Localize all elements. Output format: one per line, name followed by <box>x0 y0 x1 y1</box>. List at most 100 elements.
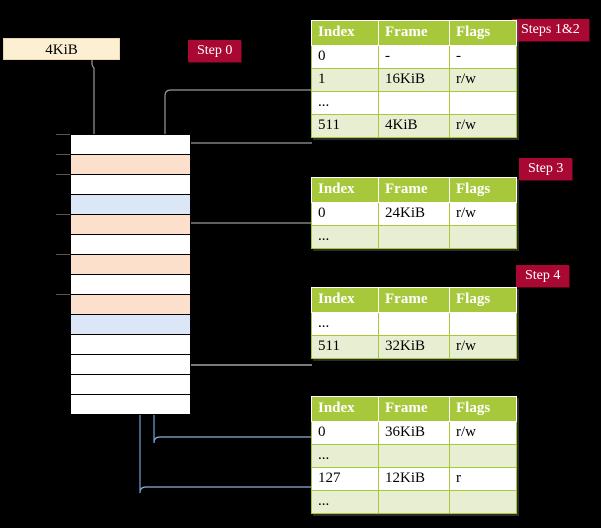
column-header-index: Index <box>311 177 379 203</box>
memory-row-tick <box>56 134 70 135</box>
badge-step-0-label: Step 0 <box>197 43 233 58</box>
memory-frame-row <box>71 155 190 175</box>
table-row[interactable]: ... <box>311 225 517 249</box>
memory-row-tick <box>56 294 70 295</box>
cell-flags: r/w <box>449 114 517 138</box>
wire-table4-row0-to-memory <box>153 436 312 444</box>
memory-row-tick <box>56 254 70 255</box>
cell-flags: - <box>449 45 517 69</box>
table-row[interactable]: ... <box>311 91 517 115</box>
wire-table3-row511-to-memory <box>167 311 312 366</box>
memory-frame-row <box>71 335 190 355</box>
wire-table4-row127-to-memory <box>139 486 312 494</box>
column-header-frame: Frame <box>378 177 450 203</box>
table-row[interactable]: ... <box>311 490 517 514</box>
column-header-flags: Flags <box>449 177 517 203</box>
source-frame-label: 4KiB <box>45 42 78 58</box>
memory-row-tick <box>56 214 70 215</box>
cell-frame: 24KiB <box>378 202 450 226</box>
cell-index: 511 <box>311 335 379 359</box>
cell-index: ... <box>311 312 379 336</box>
table-row[interactable]: ... <box>311 444 517 468</box>
memory-frame-row <box>71 275 190 295</box>
memory-frame-row <box>71 235 190 255</box>
memory-frame-row <box>71 295 190 315</box>
cell-frame: 36KiB <box>378 421 450 445</box>
cell-frame <box>378 490 450 514</box>
cell-flags <box>449 312 517 336</box>
cell-flags <box>449 490 517 514</box>
column-header-index: Index <box>311 287 379 313</box>
wire-table1-row511-to-memory <box>174 142 312 150</box>
cell-index: ... <box>311 225 379 249</box>
cell-frame <box>378 312 450 336</box>
cell-flags <box>449 444 517 468</box>
cell-frame: 4KiB <box>378 114 450 138</box>
cell-flags <box>449 225 517 249</box>
badge-step-4-label: Step 4 <box>525 268 561 283</box>
column-header-flags: Flags <box>449 20 517 46</box>
cell-frame <box>378 225 450 249</box>
cell-index: ... <box>311 490 379 514</box>
badge-step-3: Step 3 <box>519 158 573 180</box>
cell-index: 0 <box>311 45 379 69</box>
table-row[interactable]: ... <box>311 312 517 336</box>
column-header-frame: Frame <box>378 396 450 422</box>
memory-frame-row <box>71 135 190 155</box>
cell-frame: 16KiB <box>378 68 450 92</box>
cell-index: 127 <box>311 467 379 491</box>
column-header-flags: Flags <box>449 287 517 313</box>
cell-frame <box>378 91 450 115</box>
column-header-flags: Flags <box>449 396 517 422</box>
cell-frame: - <box>378 45 450 69</box>
cell-flags: r/w <box>449 68 517 92</box>
memory-frame-row <box>71 255 190 275</box>
cell-index: ... <box>311 91 379 115</box>
column-header-frame: Frame <box>378 20 450 46</box>
memory-row-tick <box>56 154 70 155</box>
badge-step-3-label: Step 3 <box>528 161 564 176</box>
cell-index: 1 <box>311 68 379 92</box>
cell-frame <box>378 444 450 468</box>
cell-index: ... <box>311 444 379 468</box>
physical-memory-grid <box>70 134 191 415</box>
wire-table2-row0-to-memory <box>174 222 312 262</box>
memory-frame-row <box>71 215 190 235</box>
cell-index: 0 <box>311 202 379 226</box>
memory-frame-row <box>71 395 190 415</box>
column-header-index: Index <box>311 20 379 46</box>
memory-frame-row <box>71 355 190 375</box>
cell-flags <box>449 91 517 115</box>
badge-step-0: Step 0 <box>188 40 242 62</box>
cell-flags: r <box>449 467 517 491</box>
cell-frame: 12KiB <box>378 467 450 491</box>
badge-steps-1-2-label: Steps 1&2 <box>521 22 580 37</box>
badge-steps-1-2: Steps 1&2 <box>512 19 589 41</box>
cell-index: 0 <box>311 421 379 445</box>
memory-frame-row <box>71 375 190 395</box>
memory-frame-row <box>71 175 190 195</box>
cell-frame: 32KiB <box>378 335 450 359</box>
cell-flags: r/w <box>449 335 517 359</box>
cell-index: 511 <box>311 114 379 138</box>
memory-row-tick <box>56 174 70 175</box>
table-row[interactable]: 0-- <box>311 45 517 69</box>
column-header-index: Index <box>311 396 379 422</box>
badge-step-4: Step 4 <box>516 265 570 287</box>
memory-frame-row <box>71 315 190 335</box>
